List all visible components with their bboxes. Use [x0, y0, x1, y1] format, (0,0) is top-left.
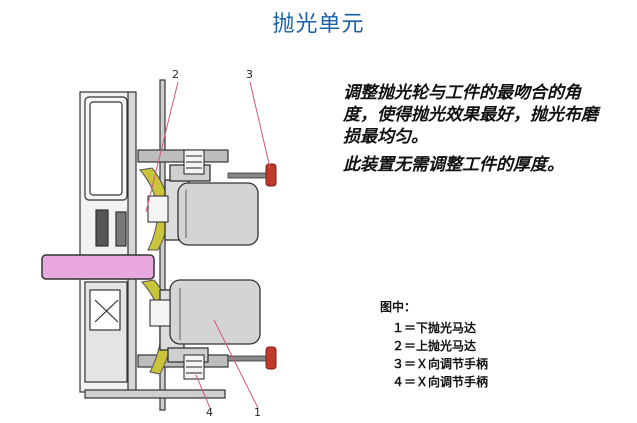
callout-label: 2 [172, 68, 179, 81]
machine-frame [79, 79, 229, 411]
page-title: 抛光单元 [272, 12, 365, 37]
description-paragraph: 此装置无需调整工件的厚度。 [343, 155, 564, 175]
description-paragraph: 调整抛光轮与工件的最吻合的角度，使得抛光效果最好，抛光布磨损最均匀。 [343, 83, 598, 147]
leader-lines [145, 81, 271, 409]
callout-label: 3 [246, 68, 253, 81]
legend: 图中： １＝下抛光马达 ２＝上抛光马达 ３＝Ｘ向调节手柄 ４＝Ｘ向调节手柄 [380, 298, 580, 391]
legend-item: ３＝Ｘ向调节手柄 [392, 357, 489, 371]
description-text: 调整抛光轮与工件的最吻合的角度，使得抛光效果最好，抛光布磨损最均匀。 此装置无需… [343, 82, 613, 182]
coupling-details [147, 149, 205, 380]
legend-item: ４＝Ｘ向调节手柄 [392, 375, 489, 389]
upper-wheel [139, 167, 170, 251]
callout-label: 4 [206, 406, 213, 419]
x-adjust-handle-lower [265, 346, 277, 370]
lower-motor [159, 279, 261, 363]
legend-title: 图中： [380, 300, 417, 314]
legend-item: １＝下抛光马达 [392, 321, 477, 335]
x-adjust-handle-upper [265, 163, 277, 187]
legend-item: ２＝上抛光马达 [392, 339, 477, 353]
callout-label: 1 [254, 406, 261, 419]
workpiece [41, 254, 155, 280]
